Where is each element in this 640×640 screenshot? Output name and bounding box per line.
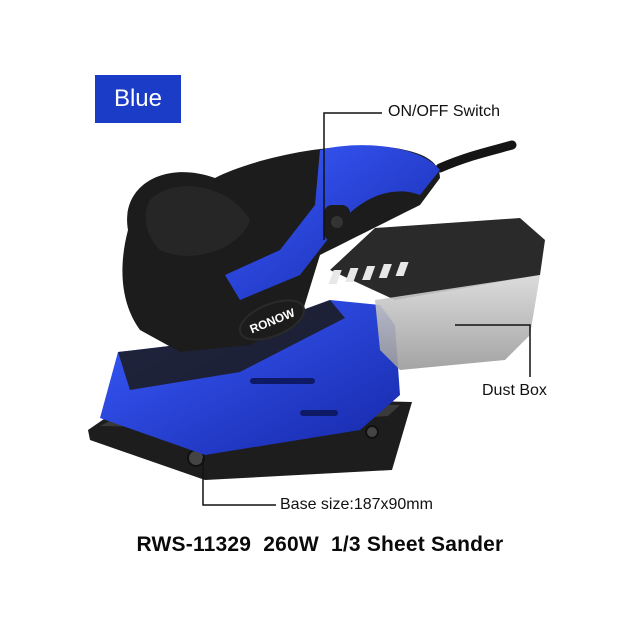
dust-box-label: Dust Box [482, 382, 547, 399]
switch-callout-line [323, 112, 382, 240]
base-size-label: Base size:187x90mm [280, 496, 433, 513]
color-badge: Blue [95, 75, 181, 123]
dust-box-vents [328, 262, 409, 284]
brand-logo-oval [238, 299, 306, 341]
clamp-right [365, 425, 379, 439]
dust-box-callout-line [455, 324, 531, 377]
switch-label: ON/OFF Switch [388, 103, 501, 120]
power-cord [435, 140, 517, 173]
switch-button [331, 216, 343, 228]
vent-slot-2 [300, 410, 338, 416]
vent-slot-1 [250, 378, 315, 384]
color-badge-label: Blue [113, 85, 163, 112]
base-callout-line [202, 458, 276, 506]
product-title: RWS-11329 260W 1/3 Sheet Sander [136, 533, 504, 556]
dust-box-lid [330, 218, 545, 300]
lower-housing [100, 300, 400, 455]
dust-box-container [375, 275, 540, 370]
